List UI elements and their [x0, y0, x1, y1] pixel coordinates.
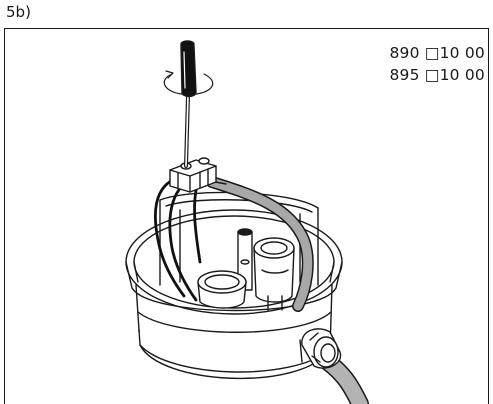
product-code-2: 895 □10 00 — [389, 66, 485, 84]
figure-frame — [4, 28, 489, 404]
product-codes: 890 □10 00 895 □10 00 — [389, 42, 485, 86]
left-cup — [197, 270, 247, 309]
terminal-block — [169, 157, 217, 193]
product-code-1: 890 □10 00 — [389, 44, 485, 62]
cable-gland — [301, 328, 342, 369]
sensor-cylinder — [253, 237, 295, 311]
rotation-arrow-icon — [163, 70, 214, 95]
screwdriver-icon — [180, 40, 197, 168]
figure-label: 5b) — [6, 3, 31, 21]
